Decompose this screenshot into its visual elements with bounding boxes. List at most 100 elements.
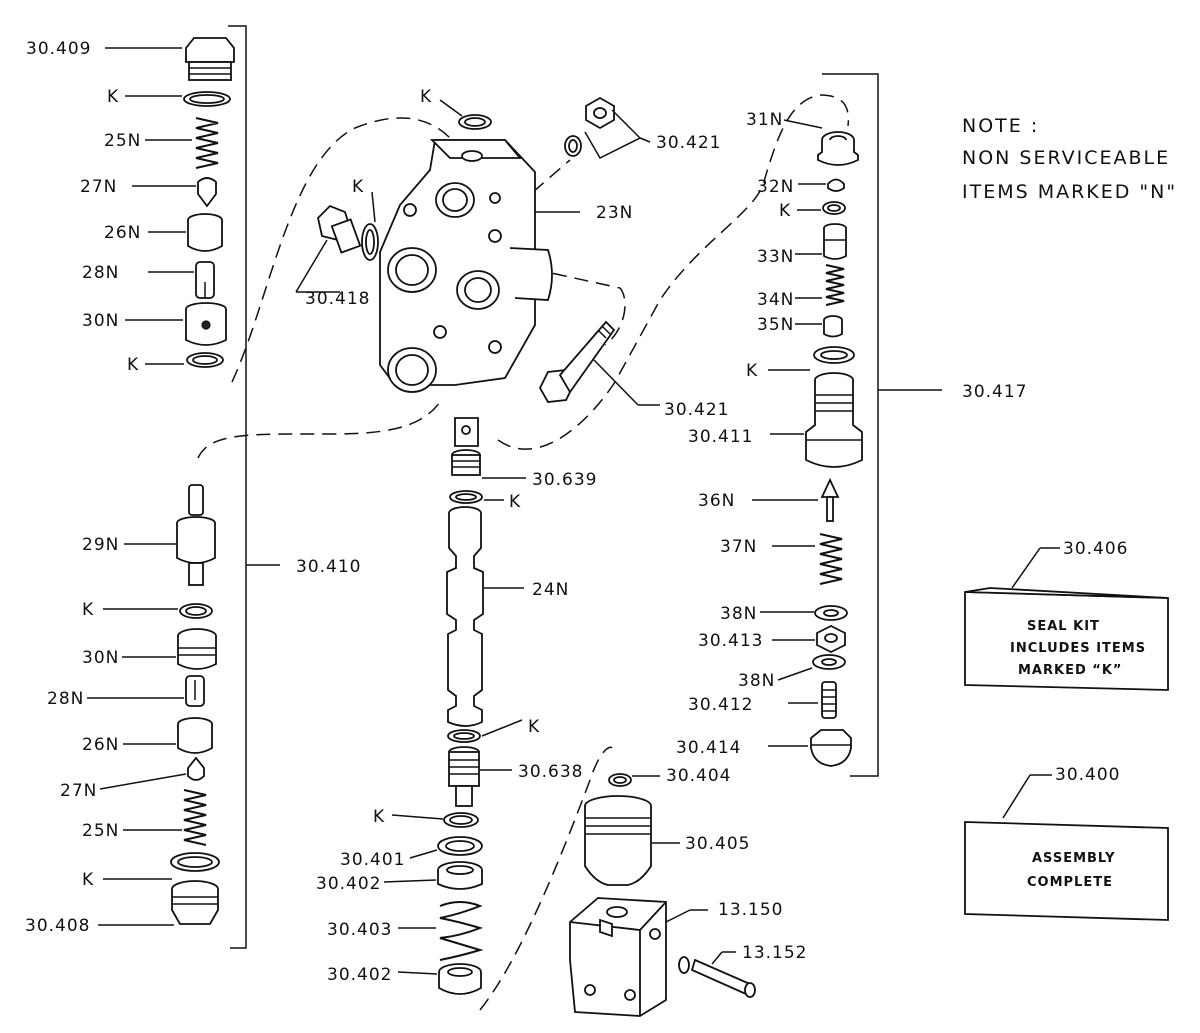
seal-kit-number: 30.406	[1063, 539, 1128, 559]
label-13152: 13.152	[742, 943, 807, 963]
right-stack: 31N 32N K 33N 34N 35N K	[676, 110, 863, 767]
part-34n-spring	[825, 264, 845, 306]
part-30421-bolt: 30.421	[538, 320, 729, 420]
part-30412	[821, 681, 837, 719]
label-k-body-left: K	[352, 177, 364, 197]
part-30421-nut-group: 30.421	[564, 96, 721, 159]
label-35n: 35N	[757, 315, 794, 335]
bottom-center-parts: 30.404 30.405 13.150 13.152	[569, 766, 807, 1017]
label-30410: 30.410	[296, 557, 361, 577]
label-30414: 30.414	[676, 738, 741, 758]
label-30412: 30.412	[688, 695, 753, 715]
label-25n-top: 25N	[104, 131, 141, 151]
assembly-box: 30.400 ASSEMBLY COMPLETE	[964, 765, 1169, 921]
part-30402-b	[438, 972, 482, 995]
label-k-1: K	[107, 87, 119, 107]
label-30403: 30.403	[327, 920, 392, 940]
label-24n: 24N	[532, 580, 569, 600]
part-30414	[810, 729, 852, 767]
part-30638	[448, 751, 480, 787]
label-30405: 30.405	[685, 834, 750, 854]
valve-body-23n: 23N	[379, 139, 633, 393]
part-30403-spring	[439, 901, 484, 961]
label-30n-bottom: 30N	[82, 648, 119, 668]
part-25n-spring-lower	[183, 789, 207, 846]
part-35n	[823, 320, 843, 338]
label-28n-top: 28N	[82, 263, 119, 283]
label-30413: 30.413	[698, 631, 763, 651]
label-30421-bolt: 30.421	[664, 400, 729, 420]
part-29n	[176, 523, 216, 564]
label-k-2: K	[127, 355, 139, 375]
label-30418: 30.418	[305, 289, 370, 309]
label-30421-top: 30.421	[656, 133, 721, 153]
label-30402-b: 30.402	[327, 965, 392, 985]
label-29n: 29N	[82, 535, 119, 555]
label-36n: 36N	[698, 491, 735, 511]
label-30408: 30.408	[25, 916, 90, 936]
note-title: NOTE :	[962, 115, 1039, 137]
label-30404: 30.404	[666, 766, 731, 786]
assembly-line-1: ASSEMBLY	[1032, 851, 1116, 866]
part-31n	[817, 140, 859, 166]
label-k-4: K	[82, 870, 94, 890]
label-27n-bottom: 27N	[60, 781, 97, 801]
label-k-r2: K	[746, 361, 758, 381]
label-30417: 30.417	[962, 382, 1027, 402]
seal-kit-line-3: MARKED “K”	[1018, 663, 1122, 678]
part-30411	[805, 380, 863, 468]
part-37n-spring	[819, 533, 843, 585]
part-13152	[690, 958, 752, 996]
note-line-3: ITEMS MARKED "N"	[962, 181, 1177, 203]
part-30409-plug	[185, 37, 235, 63]
bracket-30417	[822, 73, 879, 777]
label-31n: 31N	[746, 110, 783, 130]
label-k-3: K	[82, 600, 94, 620]
label-38n-b: 38N	[738, 671, 775, 691]
part-27n	[197, 177, 217, 208]
label-13150: 13.150	[718, 900, 783, 920]
label-27n-top: 27N	[80, 177, 117, 197]
left-upper-stack: 30.409 K 25N 27N 26N 28N 30N K	[26, 37, 235, 375]
label-32n: 32N	[757, 177, 794, 197]
label-30409: 30.409	[26, 39, 91, 59]
assembly-number: 30.400	[1055, 765, 1120, 785]
label-k-638: K	[528, 717, 540, 737]
part-30408-plug	[171, 889, 219, 925]
label-28n-bottom: 28N	[47, 689, 84, 709]
part-26n-lower	[177, 724, 213, 754]
part-26n	[187, 220, 223, 252]
label-23n: 23N	[596, 203, 633, 223]
label-33n: 33N	[757, 247, 794, 267]
part-32n	[827, 178, 845, 192]
part-27n-lower	[187, 756, 205, 781]
part-25n-spring	[195, 117, 219, 169]
seal-kit-box: 30.406 SEAL KIT INCLUDES ITEMS MARKED “K…	[964, 539, 1169, 691]
label-34n: 34N	[757, 290, 794, 310]
label-26n-top: 26N	[104, 223, 141, 243]
label-30638: 30.638	[518, 762, 583, 782]
seal-kit-line-1: SEAL KIT	[1027, 619, 1100, 634]
part-30n-lower	[177, 636, 217, 670]
label-k-body-top: K	[420, 87, 432, 107]
note-line-2: NON SERVICEABLE	[962, 147, 1170, 169]
label-k-r1: K	[779, 201, 791, 221]
label-30639: 30.639	[532, 470, 597, 490]
label-30n-top: 30N	[82, 311, 119, 331]
seal-kit-line-2: INCLUDES ITEMS	[1010, 641, 1146, 656]
label-30401: 30.401	[340, 850, 405, 870]
label-30411: 30.411	[688, 427, 753, 447]
label-k-639: K	[509, 492, 521, 512]
center-stem: 30.639 K 24N K 30.638 K 30.401	[316, 417, 597, 995]
part-33n	[823, 228, 847, 260]
left-lower-stack: 29N K 30N 28N 26N 27N 25N K	[25, 484, 220, 936]
part-24n	[446, 513, 484, 727]
label-26n-bottom: 26N	[82, 735, 119, 755]
label-38n-a: 38N	[720, 604, 757, 624]
assembly-line-2: COMPLETE	[1027, 875, 1113, 890]
label-k-401: K	[373, 807, 385, 827]
note-block: NOTE : NON SERVICEABLE ITEMS MARKED "N"	[962, 115, 1177, 203]
bracket-30410	[228, 25, 247, 949]
